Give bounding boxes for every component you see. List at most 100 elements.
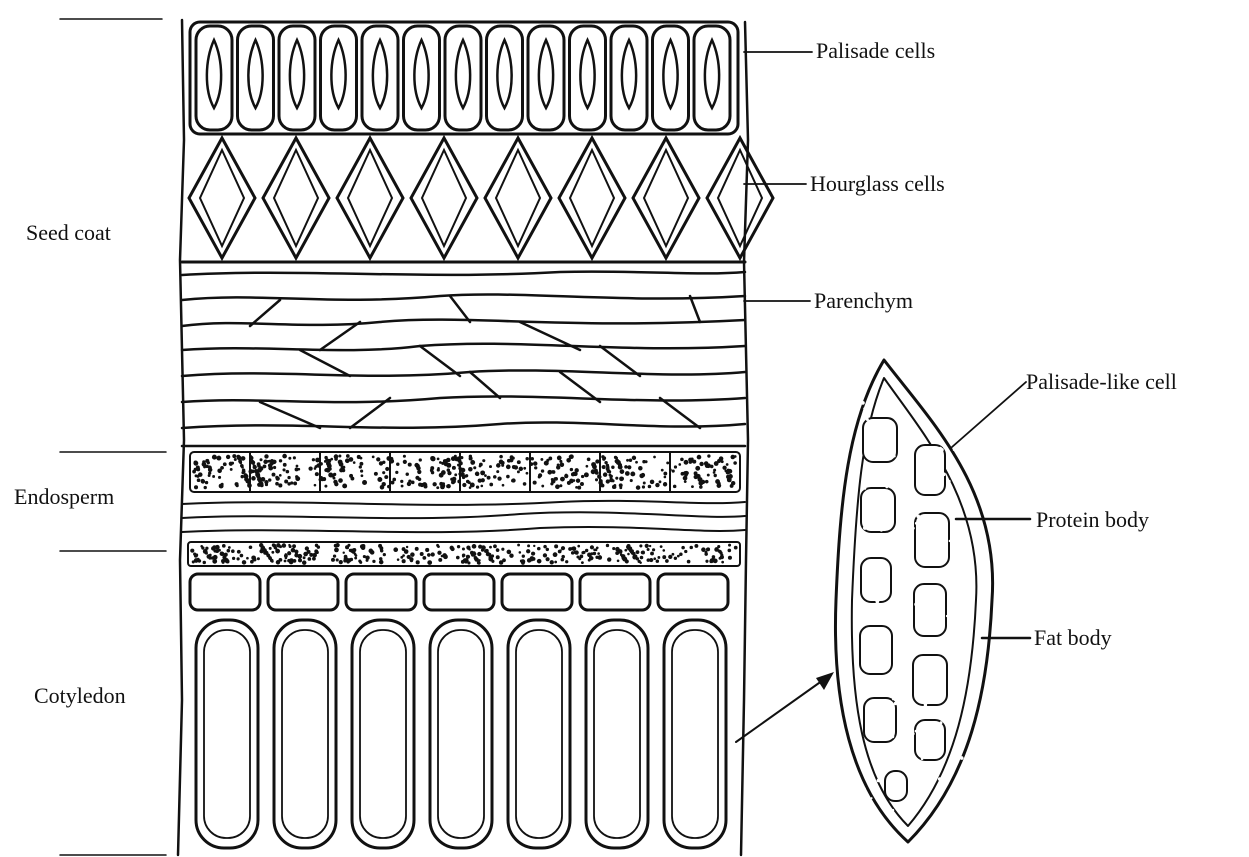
fat-droplet [883, 633, 885, 635]
granule [419, 458, 422, 461]
granule [701, 547, 706, 552]
fat-droplet [901, 499, 904, 502]
granule [561, 546, 565, 550]
palisade-lumen [373, 40, 387, 108]
granule [326, 468, 329, 471]
granule [454, 473, 457, 476]
callout-hourglass-cells: Hourglass cells [810, 171, 945, 196]
granule [406, 473, 409, 476]
granule [237, 557, 240, 560]
granule [541, 469, 544, 472]
fat-droplet [957, 646, 959, 648]
granule [649, 545, 651, 547]
fat-droplet [947, 713, 950, 716]
granule [427, 560, 432, 565]
fat-droplet [891, 735, 895, 739]
palisade-lumen [705, 40, 719, 108]
granule [446, 485, 449, 488]
granule [627, 553, 630, 556]
granule [477, 561, 480, 564]
fat-droplet [928, 448, 931, 451]
granule [517, 544, 520, 547]
granule [531, 552, 535, 556]
granule [216, 456, 221, 461]
granule [194, 485, 198, 489]
granule [561, 558, 565, 562]
fat-droplet [869, 482, 871, 484]
granule [555, 484, 560, 489]
granule [484, 474, 487, 477]
granule [556, 465, 560, 469]
fat-droplet [927, 426, 929, 428]
granule [728, 556, 732, 560]
fat-droplet [894, 702, 897, 705]
granule [695, 466, 700, 471]
fat-droplet [935, 608, 937, 610]
granule [691, 485, 694, 488]
granule [349, 549, 352, 552]
parenchyma-layer [182, 272, 745, 446]
parenchyma-walls [250, 296, 700, 428]
fat-droplet [916, 788, 919, 791]
fat-droplet [947, 763, 950, 766]
granule [452, 466, 456, 470]
granule [376, 457, 380, 461]
granule [223, 462, 227, 466]
granule [317, 545, 320, 548]
granule [506, 465, 511, 470]
granule [593, 548, 596, 551]
granule [632, 456, 636, 460]
fat-droplet [880, 678, 882, 680]
granule [366, 559, 369, 562]
granule [447, 471, 451, 475]
granule [560, 462, 565, 467]
granule [547, 470, 552, 475]
granule [431, 471, 434, 474]
granule [338, 478, 343, 483]
fat-droplet [916, 557, 919, 560]
granule [706, 548, 709, 551]
granule [624, 465, 628, 469]
granule [630, 550, 634, 554]
granule [194, 558, 199, 563]
fat-droplet [868, 469, 870, 471]
granule [361, 474, 364, 477]
fat-droplet [965, 441, 968, 444]
protein-body [915, 445, 945, 495]
granule [649, 558, 653, 562]
parenchyma-line [182, 422, 745, 428]
granule [721, 561, 724, 564]
granule [462, 555, 464, 557]
granule [577, 545, 580, 548]
granule [333, 473, 336, 476]
granule [472, 544, 477, 549]
granule [298, 558, 302, 562]
granule [499, 460, 504, 465]
granule [580, 482, 584, 486]
granule [295, 475, 298, 478]
granule [308, 557, 312, 561]
granule [213, 560, 216, 563]
granule [615, 459, 620, 464]
granule [478, 545, 482, 549]
granule [395, 471, 398, 474]
granule [466, 555, 470, 559]
granule [683, 476, 688, 481]
granule [565, 560, 568, 563]
granule [392, 478, 396, 482]
fat-droplet [865, 427, 869, 431]
granule [190, 549, 194, 553]
granule [312, 557, 316, 561]
protein-body [914, 584, 946, 636]
granule [687, 560, 691, 564]
granule [618, 465, 623, 470]
fat-droplet [956, 505, 960, 509]
palisade-lumen [622, 40, 636, 108]
granule [324, 485, 327, 488]
granule [643, 482, 646, 485]
granule [554, 544, 558, 548]
fat-droplet [916, 514, 920, 518]
epidermis-cell [268, 574, 338, 610]
granule [302, 560, 306, 564]
granule [196, 475, 199, 478]
